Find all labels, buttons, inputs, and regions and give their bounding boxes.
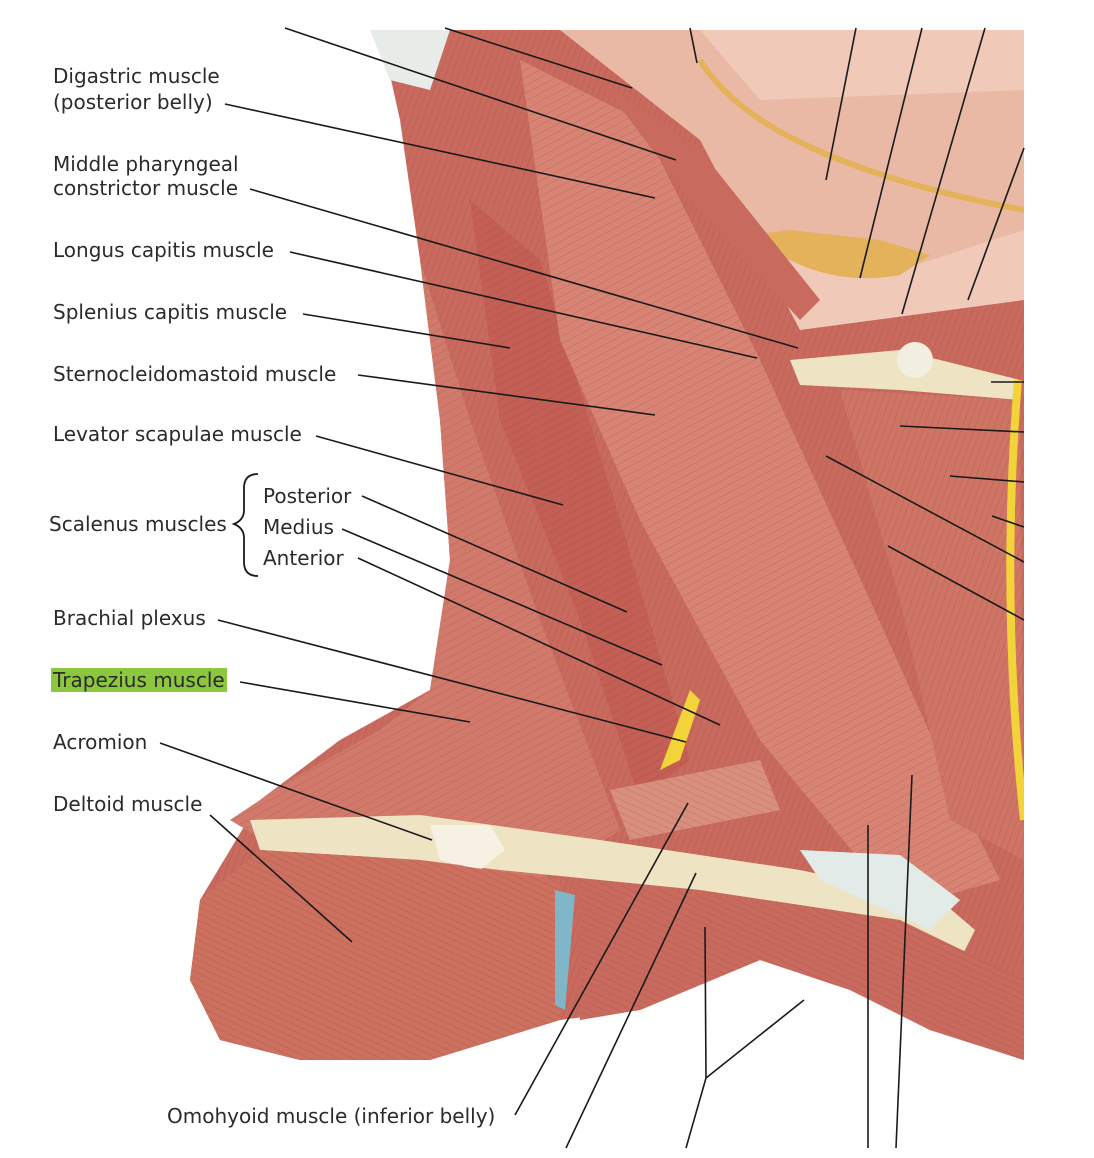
leader-right-4	[949, 475, 1025, 483]
label-omohyoid: Omohyoid muscle (inferior belly)	[167, 1104, 496, 1128]
leader-top-5	[859, 27, 923, 279]
leader-sternocleidomastoid	[357, 374, 656, 416]
acromion-bone	[430, 825, 505, 870]
leader-lines	[159, 27, 1025, 1149]
leader-bottom-bracket-2	[705, 999, 805, 1079]
leader-anterior	[357, 557, 721, 726]
sternal-tendon	[800, 850, 960, 930]
leader-top-1	[284, 27, 677, 161]
leader-middle-pharyngeal	[249, 188, 799, 349]
label-acromion: Acromion	[53, 730, 148, 754]
hyoid-bone	[790, 350, 1020, 400]
leader-medius	[341, 528, 663, 666]
mastoid-tendon	[370, 30, 450, 90]
jaw-line	[697, 58, 1024, 213]
label-scalenus-muscles: Scalenus muscles	[49, 512, 227, 536]
clavicle-bone	[250, 815, 975, 960]
leader-levator-scapulae	[315, 435, 564, 506]
leader-right-7	[887, 545, 1025, 621]
digastric-belly	[600, 80, 820, 320]
leader-right-3	[899, 425, 1025, 433]
label-scalenus-medius: Medius	[263, 515, 334, 539]
label-sternocleidomastoid: Sternocleidomastoid muscle	[53, 362, 337, 386]
label-trapezius-highlighted: Trapezius muscle	[51, 668, 227, 692]
label-deltoid: Deltoid muscle	[53, 792, 203, 816]
label-longus-capitis: Longus capitis muscle	[53, 238, 274, 262]
label-scalenus-anterior: Anterior	[263, 546, 344, 570]
label-brachial-plexus: Brachial plexus	[53, 606, 206, 630]
scalenus-brace	[231, 473, 259, 577]
leader-brachial-plexus	[217, 619, 687, 743]
leader-right-6	[825, 455, 1025, 563]
leader-deltoid	[209, 814, 353, 943]
leader-omohyoid	[514, 802, 689, 1116]
label-digastric-line2: (posterior belly)	[53, 90, 213, 114]
leader-top-6	[901, 27, 986, 315]
leader-longus-capitis	[289, 251, 758, 359]
cephalic-vein	[555, 890, 575, 1010]
leader-posterior	[361, 495, 628, 613]
label-levator-scapulae: Levator scapulae muscle	[53, 422, 302, 446]
label-middle-pharyngeal-line1: Middle pharyngeal	[53, 152, 239, 176]
leader-top-4	[825, 27, 857, 181]
label-scalenus-posterior: Posterior	[263, 484, 352, 508]
leader-trapezius	[239, 681, 471, 723]
mandible	[540, 30, 1024, 270]
leader-top-3	[689, 27, 698, 64]
brachial-plexus-nerve	[660, 690, 700, 770]
label-digastric-line1: Digastric muscle	[53, 64, 220, 88]
leader-splenius-capitis	[302, 313, 511, 349]
label-middle-pharyngeal-line2: constrictor muscle	[53, 176, 239, 200]
label-splenius-capitis: Splenius capitis muscle	[53, 300, 288, 324]
leader-right-1	[967, 147, 1025, 301]
leader-right-5	[991, 515, 1025, 528]
leader-bottom-1	[565, 872, 697, 1149]
hyoid-knot	[897, 342, 933, 378]
leader-acromion	[159, 742, 433, 841]
vagus-nerve	[1006, 379, 1024, 821]
parotid-fat	[750, 230, 930, 279]
leader-top-2	[444, 27, 633, 89]
leader-bottom-4	[895, 774, 913, 1149]
leader-digastric	[224, 103, 656, 199]
